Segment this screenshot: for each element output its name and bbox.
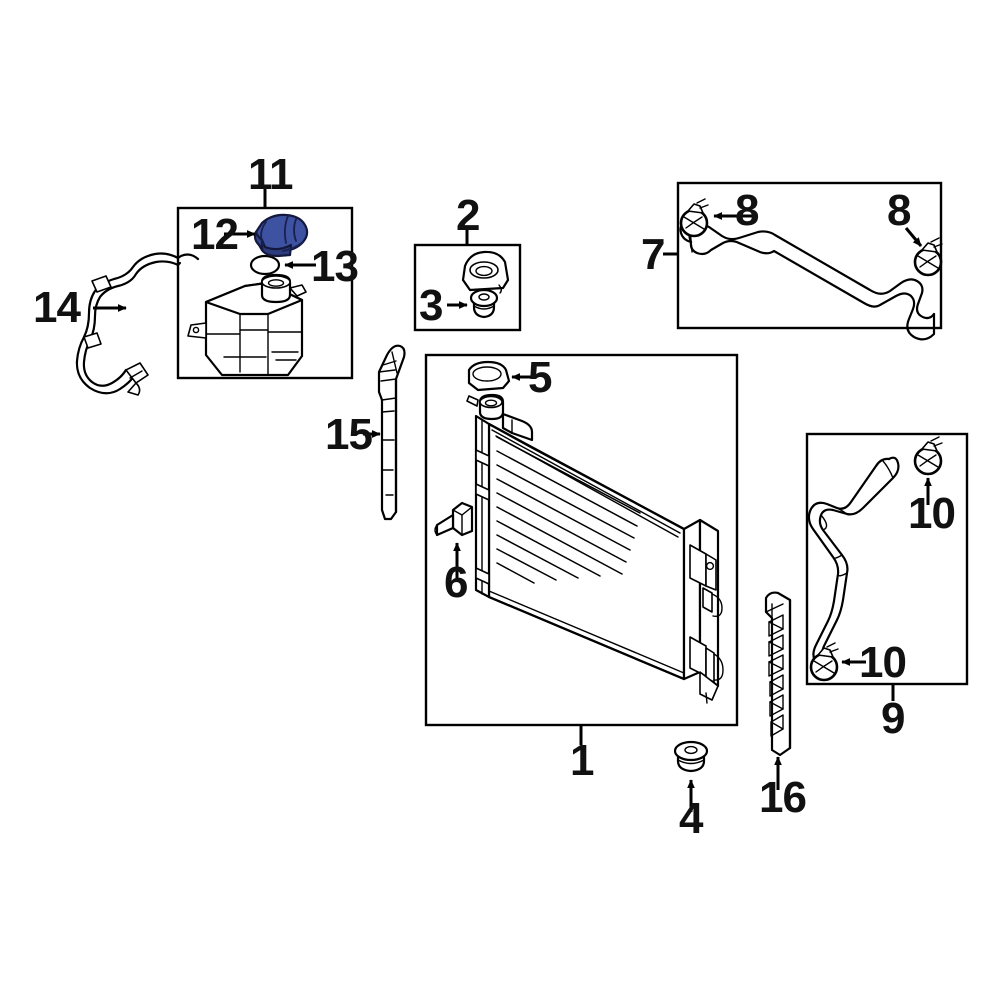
upper-hose-spring-clamp-left [679,198,709,238]
upper-mounting-rubber-insulator [469,288,499,319]
radiator-air-guide-right [764,591,792,757]
callout-9-label: 9 [881,694,904,743]
callout-13-label: 13 [311,242,358,291]
radiator-upper-mounting-bracket [461,250,510,294]
coolant-reservoir-tank [187,273,307,377]
group-radiator-box: 5 [424,353,739,745]
lower-hose-spring-clamp-top [913,436,943,476]
callout-10a-label: 10 [908,489,955,538]
callout-10b-label: 10 [859,638,906,687]
lower-mounting-rubber-grommet [673,740,709,773]
callout-4-label: 4 [679,794,704,843]
callout-7-label: 7 [641,230,664,279]
callout-1-label: 1 [570,736,594,785]
radiator-cap [467,360,511,392]
callout-16-label: 16 [759,773,806,822]
callout-8b-label: 8 [887,186,911,235]
upper-hose-spring-clamp-right [913,237,943,277]
group-lower-hose-box: 10 10 [805,432,969,701]
callout-12-label: 12 [191,210,238,259]
radiator-air-guide-left [377,344,406,521]
callout-15-label: 15 [325,410,372,459]
group-bracket-box: 3 [413,228,522,332]
coolant-reservoir-overflow-hose [75,252,200,396]
group-reservoir-box: 13 12 [176,189,359,380]
callout-2-label: 2 [456,191,479,240]
callout-11-label: 11 [248,150,293,199]
callout-8b-arrow [904,227,923,247]
callout-3-label: 3 [419,281,442,330]
reservoir-cap-seal-gasket [249,254,281,276]
coolant-reservoir-cap-highlight [253,213,309,258]
drain-plug-bolt [434,501,474,537]
callout-8a-label: 8 [735,186,759,235]
group-upper-hose-box: 8 8 [663,181,943,341]
callout-5-label: 5 [528,353,552,402]
air-guide-ribs [768,614,784,737]
callout-14-label: 14 [33,283,81,332]
radiator-core-fins [496,436,641,584]
callout-6-label: 6 [444,558,467,607]
radiator-assembly [466,393,724,704]
lower-hose-spring-clamp-bottom [809,642,839,682]
